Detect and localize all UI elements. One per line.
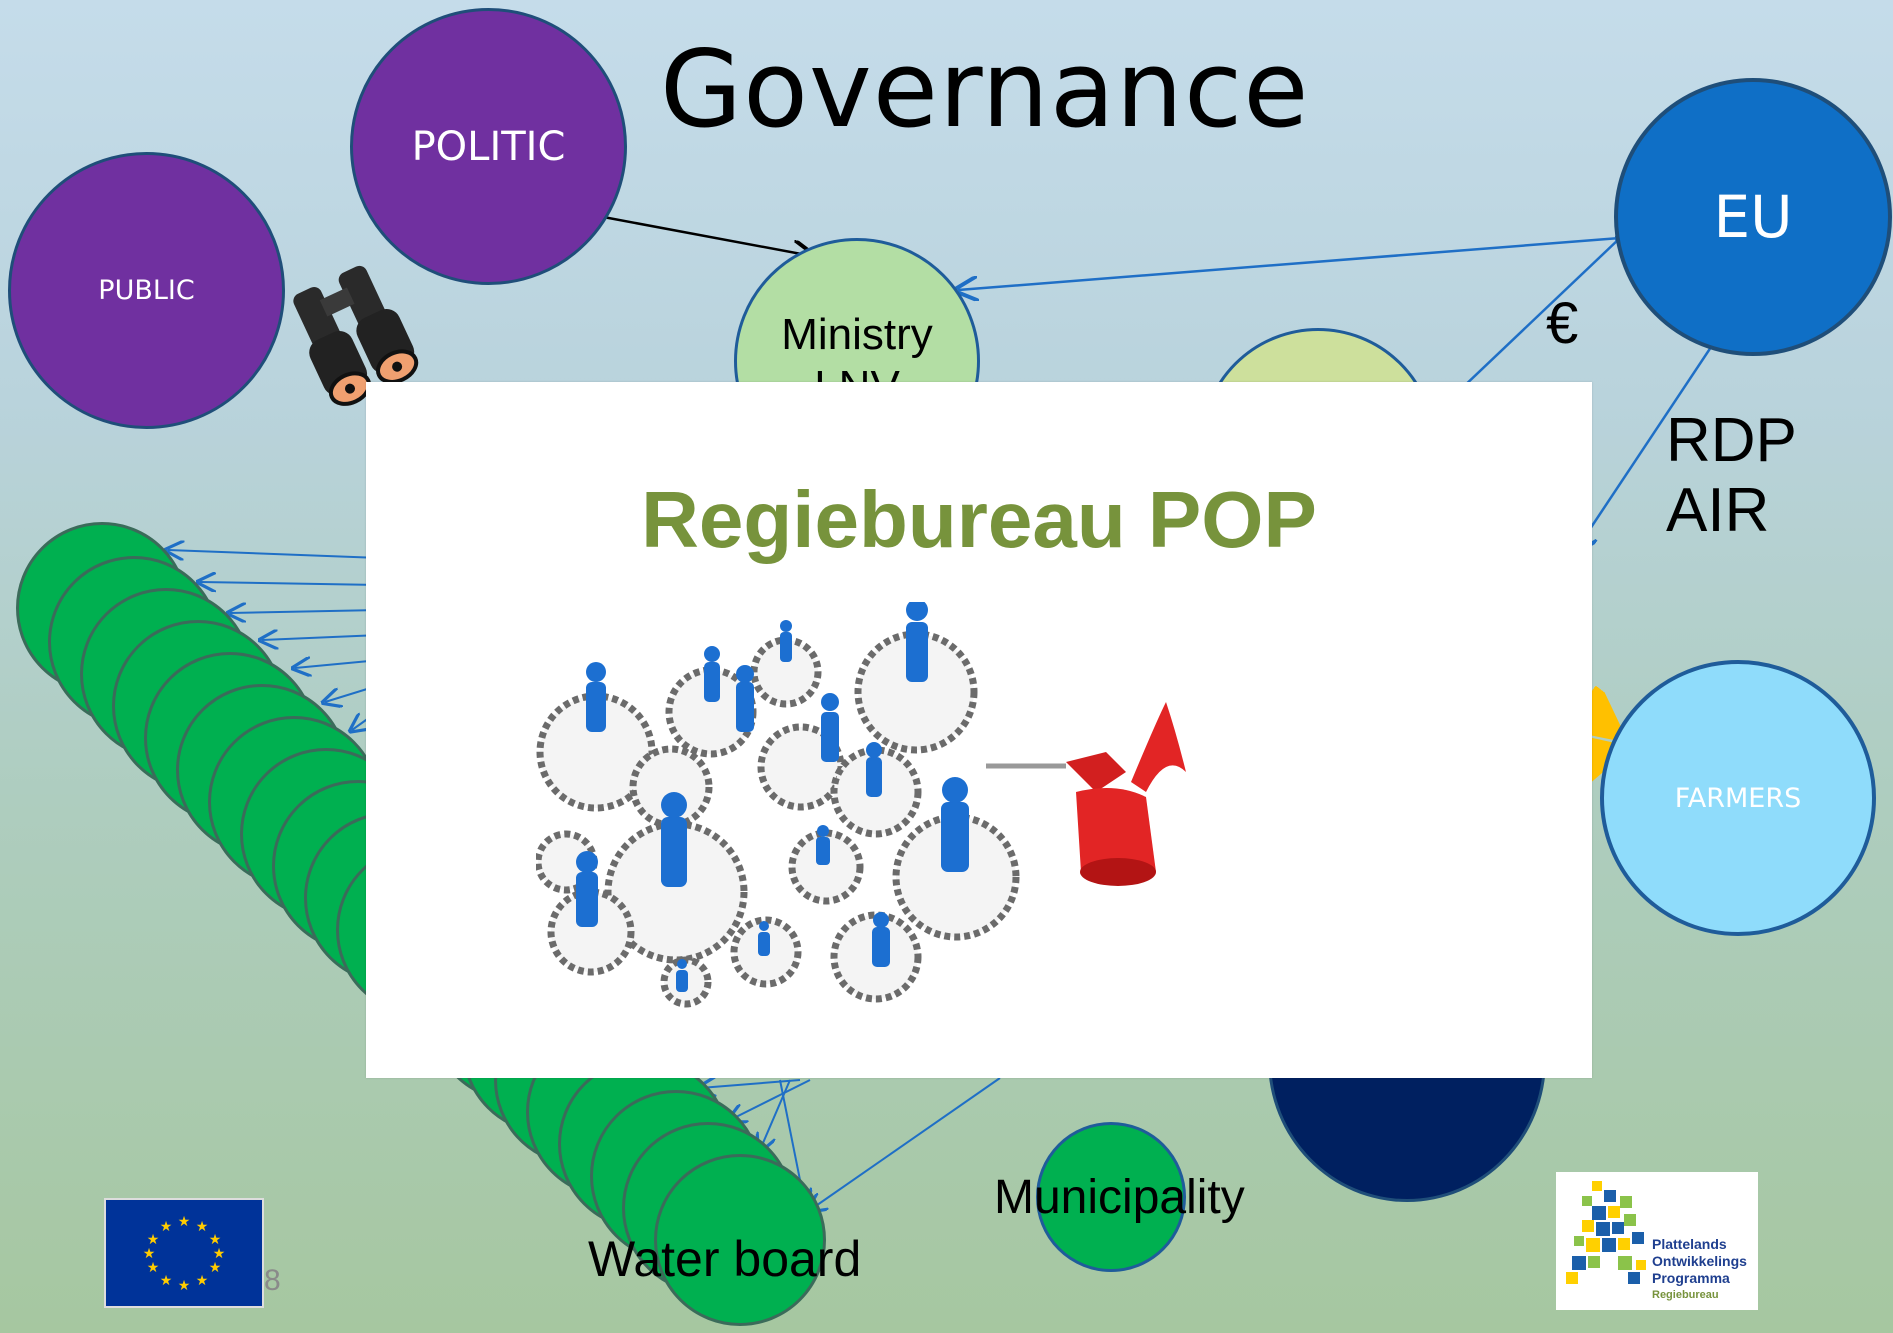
farmers-node: FARMERS [1600,660,1876,936]
svg-text:★: ★ [178,1278,191,1294]
binoculars-icon [293,265,419,406]
pop-pixel-figure-icon [1566,1181,1646,1284]
pop-logo [1556,1172,1758,1310]
svg-text:★: ★ [196,1219,209,1235]
oil-can-icon [986,702,1186,886]
svg-text:★: ★ [147,1260,160,1276]
municipality-label: Municipality [994,1171,1245,1224]
svg-text:★: ★ [178,1214,191,1230]
svg-text:★: ★ [160,1273,173,1289]
politic-label: POLITIC [411,123,566,170]
air-label: AIR [1666,476,1770,545]
eu-stars-icon: ★★★ ★★★ ★★★ ★★★ [143,1214,226,1294]
svg-text:★: ★ [209,1260,222,1276]
eu-node: EU [1614,78,1892,356]
svg-text:★: ★ [196,1273,209,1289]
svg-text:★: ★ [147,1232,160,1248]
eu-center-arrow [1459,238,1620,391]
rdp-air-label: RDP AIR [1666,406,1797,546]
eu-flag-logo: ★★★ ★★★ ★★★ ★★★ [104,1198,264,1308]
svg-text:★: ★ [213,1246,226,1262]
plo-line3: Programma [1652,1270,1730,1286]
public-node: PUBLIC [8,152,285,429]
municipality-node [1036,1122,1186,1272]
water-board-label: Water board [588,1231,862,1287]
rdp-label: RDP [1666,406,1797,475]
slide-title: Governance [660,28,1310,151]
page-number: 8 [264,1264,281,1297]
politic-ministry-arrow [598,216,812,256]
ministry-label: Ministry [781,310,933,359]
gears-people-illustration [536,602,1020,1008]
svg-text:★: ★ [209,1232,222,1248]
plo-line2: Ontwikkelings [1652,1253,1747,1269]
eu-ministry-arrow [958,238,1620,290]
politic-node: POLITIC [350,8,627,285]
svg-text:★: ★ [143,1246,156,1262]
public-label: PUBLIC [98,275,195,306]
eu-label: EU [1713,183,1793,251]
pop-logo-text: Plattelands Ontwikkelings Programma Regi… [1652,1236,1747,1304]
regiebureau-popup: Regiebureau POP [366,382,1592,1078]
popup-title: Regiebureau POP [641,475,1317,564]
farmers-label: FARMERS [1674,782,1802,814]
plo-line4: Regiebureau [1652,1289,1719,1301]
euro-symbol: € [1546,291,1579,356]
svg-text:★: ★ [160,1219,173,1235]
plo-line1: Plattelands [1652,1236,1727,1252]
